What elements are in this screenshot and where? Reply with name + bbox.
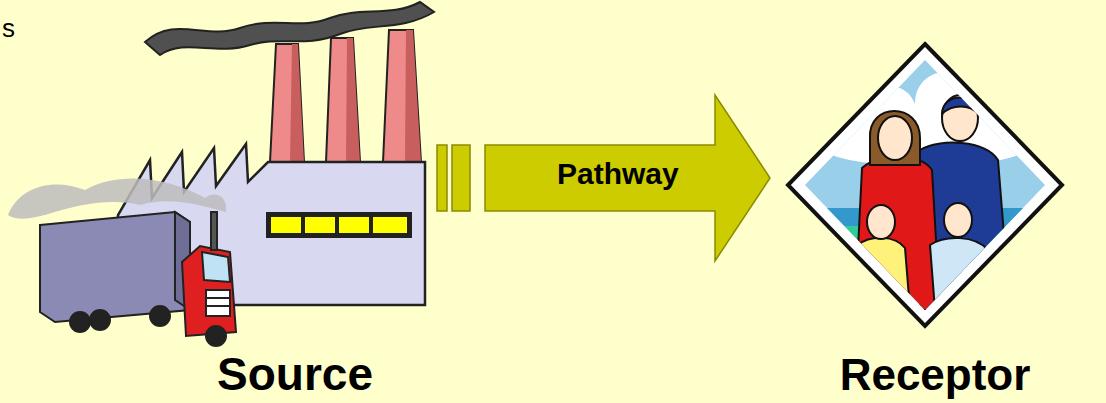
woman-head bbox=[878, 116, 912, 160]
chimney-shade bbox=[405, 30, 421, 162]
source-node: Source bbox=[153, 130, 437, 403]
wheel bbox=[206, 326, 226, 346]
chimney bbox=[326, 38, 360, 162]
window bbox=[305, 217, 335, 233]
wheel bbox=[70, 312, 90, 332]
grille-bar bbox=[206, 297, 230, 299]
truck-windshield bbox=[202, 252, 230, 282]
chimneys bbox=[270, 30, 421, 162]
node-title: Source bbox=[153, 348, 437, 401]
window bbox=[271, 217, 301, 233]
child-body bbox=[855, 238, 910, 310]
child-arm bbox=[930, 238, 992, 310]
wheel bbox=[150, 306, 170, 326]
edge-fragment-label: s bbox=[2, 14, 15, 44]
man-head bbox=[942, 95, 978, 141]
arrow-label: Pathway bbox=[553, 157, 683, 192]
node-title: Receptor bbox=[770, 350, 1100, 401]
chimney-shade bbox=[346, 38, 360, 162]
family-scene bbox=[770, 40, 1100, 340]
receptor-diamond bbox=[770, 40, 1100, 340]
wheel bbox=[90, 310, 110, 330]
sky bbox=[770, 40, 1100, 340]
exhaust-pipe bbox=[211, 212, 217, 250]
exhaust-smoke bbox=[8, 178, 226, 218]
man-hair bbox=[942, 98, 978, 115]
window bbox=[373, 217, 407, 233]
arrow-body bbox=[485, 95, 770, 261]
child-head bbox=[944, 203, 972, 237]
child-head bbox=[867, 205, 895, 239]
chimney-shade bbox=[290, 44, 304, 162]
grille-bar bbox=[206, 305, 230, 307]
chimney bbox=[270, 44, 304, 162]
truck bbox=[40, 212, 236, 346]
truck-grille bbox=[206, 290, 230, 316]
block-arrow bbox=[437, 95, 770, 261]
window bbox=[339, 217, 369, 233]
chimney bbox=[383, 30, 421, 162]
woman-hair bbox=[870, 111, 920, 165]
truck-cab bbox=[182, 246, 236, 336]
truck-box-side bbox=[40, 212, 190, 322]
receptor-node: Receptor bbox=[770, 40, 1100, 403]
grass-band bbox=[770, 226, 1100, 340]
woman-body bbox=[855, 156, 940, 310]
arrow-bar bbox=[452, 145, 470, 211]
exhaust bbox=[8, 178, 226, 218]
arrow-bar bbox=[437, 145, 447, 211]
window-strip bbox=[266, 212, 412, 238]
